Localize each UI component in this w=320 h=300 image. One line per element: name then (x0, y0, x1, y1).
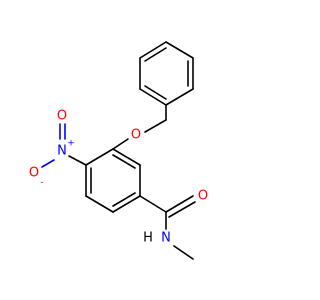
nitro-positive-charge-label: + (67, 139, 75, 149)
bond-phenyl-4 (165, 88, 194, 106)
bond-nitro-to-oxygen-left (41, 159, 55, 168)
bond-core-6 (112, 148, 141, 166)
bond-oxygen-to-ring (112, 138, 129, 150)
bond-ch2-to-oxygen (144, 119, 167, 133)
bond-core-4-inner (112, 192, 136, 207)
bond-core-3 (85, 195, 114, 213)
bond-carbonyl-to-oxygen (165, 195, 194, 213)
amide-nitrogen-label: N (161, 231, 171, 246)
bond-phenyl-5 (139, 88, 167, 106)
nitro-nitrogen-label: N (57, 144, 67, 159)
bond-nitrogen-to-methyl (173, 245, 194, 260)
bond-core-4 (112, 195, 141, 213)
bond-phenyl-2 (165, 41, 194, 59)
amide-oxygen-label: O (198, 189, 208, 204)
molecule-structure-diagram: O N + O O - O N H (29, 41, 208, 260)
bond-phenyl-1 (139, 41, 167, 59)
bond-carbonyl-to-oxygen-double (168, 201, 196, 218)
bond-phenyl-5-inner (144, 85, 167, 100)
ether-oxygen-label: O (131, 128, 141, 143)
bond-ring-to-carbonyl (139, 195, 167, 213)
nitro-double-oxygen-label: O (57, 109, 67, 124)
bond-core-6-inner (112, 154, 136, 169)
nitro-negative-charge-label: - (40, 178, 43, 188)
molecule-canvas: O N + O O - O N H (28, 41, 209, 260)
bond-core-1 (85, 148, 114, 166)
bond-phenyl-1-inner (144, 47, 167, 62)
amide-hydrogen-label: H (143, 231, 153, 246)
nitro-single-oxygen-label: O (29, 166, 39, 181)
bond-ring-to-nitro (68, 155, 87, 166)
